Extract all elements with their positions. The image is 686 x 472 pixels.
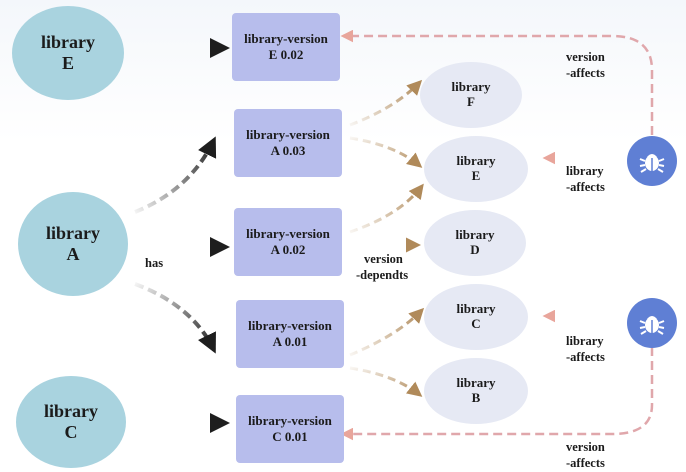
version-a003-line1: library-version bbox=[246, 126, 330, 142]
version-depends-line2: -dependts bbox=[356, 267, 409, 282]
version-a002-line1: library-version bbox=[246, 225, 330, 241]
edge-has-a001 bbox=[134, 282, 216, 354]
library-c-line2: C bbox=[64, 422, 78, 442]
bug-icon-glyph bbox=[639, 154, 665, 173]
version-c001-line2: C 0.01 bbox=[272, 429, 308, 444]
library-b-line2: B bbox=[471, 390, 481, 405]
version-a003-node[interactable]: library-version A 0.03 bbox=[234, 109, 342, 177]
bug-icon[interactable] bbox=[627, 136, 677, 186]
library-c-dep-node[interactable]: library C bbox=[424, 284, 528, 350]
version-affects-bottom-label: version -affects bbox=[566, 440, 605, 471]
library-e-line2: E bbox=[61, 53, 74, 73]
library-a-node[interactable]: library A bbox=[18, 192, 128, 296]
edge-dep-a003-e bbox=[349, 136, 423, 168]
library-c-node[interactable]: library C bbox=[16, 376, 126, 468]
library-affects-e-label: library -affects bbox=[566, 164, 605, 195]
version-affects-top-line1: version bbox=[566, 50, 605, 64]
library-c-dep-line1: library bbox=[456, 301, 496, 317]
version-affects-bottom-line1: version bbox=[566, 440, 605, 454]
library-affects-c-label: library -affects bbox=[566, 334, 605, 365]
library-affects-c-line2: -affects bbox=[566, 349, 605, 364]
library-e-dep-line1: library bbox=[456, 153, 496, 169]
version-depends-line1: version bbox=[364, 252, 403, 266]
version-e002-line1: library-version bbox=[244, 30, 328, 46]
edge-has-a003 bbox=[134, 136, 217, 214]
library-affects-e-line2: -affects bbox=[566, 179, 605, 194]
version-a001-line2: A 0.01 bbox=[272, 334, 308, 349]
library-d-line1: library bbox=[455, 227, 495, 243]
version-c001-line1: library-version bbox=[248, 412, 332, 428]
version-a001-line1: library-version bbox=[248, 317, 332, 333]
library-e-line1: library bbox=[41, 32, 95, 53]
version-e002-line2: E 0.02 bbox=[268, 47, 304, 62]
library-affects-e-line1: library bbox=[566, 164, 604, 178]
edge-dep-a001-b bbox=[349, 366, 423, 397]
library-f-line1: library bbox=[451, 79, 491, 95]
bug-icon[interactable] bbox=[627, 298, 677, 348]
edge-dep-a003-f bbox=[349, 79, 423, 127]
version-affects-bottom-line2: -affects bbox=[566, 455, 605, 470]
library-a-line1: library bbox=[46, 223, 100, 244]
version-a003-line2: A 0.03 bbox=[270, 143, 306, 158]
library-b-line1: library bbox=[456, 375, 496, 391]
library-e-dep-node[interactable]: library E bbox=[424, 136, 528, 202]
library-f-line2: F bbox=[467, 94, 475, 109]
library-c-dep-line2: C bbox=[471, 316, 481, 331]
has-label: has bbox=[145, 256, 164, 270]
version-depends-label: version -dependts bbox=[356, 252, 408, 283]
library-e-node[interactable]: library E bbox=[12, 6, 124, 100]
version-affects-top-label: version -affects bbox=[566, 50, 605, 81]
version-a001-node[interactable]: library-version A 0.01 bbox=[236, 300, 344, 368]
library-f-node[interactable]: library F bbox=[420, 62, 522, 128]
library-affects-c-line1: library bbox=[566, 334, 604, 348]
library-d-line2: D bbox=[470, 242, 480, 257]
library-c-line1: library bbox=[44, 401, 98, 422]
library-e-dep-line2: E bbox=[471, 168, 481, 183]
edge-dep-a001-c bbox=[349, 307, 425, 357]
version-e002-node[interactable]: library-version E 0.02 bbox=[232, 13, 340, 81]
version-a002-node[interactable]: library-version A 0.02 bbox=[234, 208, 342, 276]
version-affects-top-line2: -affects bbox=[566, 65, 605, 80]
library-a-line2: A bbox=[66, 244, 80, 264]
edge-dep-a002-e bbox=[349, 183, 424, 234]
version-c001-node[interactable]: library-version C 0.01 bbox=[236, 395, 344, 463]
bug-icon-glyph bbox=[639, 316, 665, 335]
library-b-node[interactable]: library B bbox=[424, 358, 528, 424]
edge-aff-version-bottom bbox=[340, 347, 654, 441]
library-d-node[interactable]: library D bbox=[424, 210, 526, 276]
version-a002-line2: A 0.02 bbox=[270, 242, 306, 257]
